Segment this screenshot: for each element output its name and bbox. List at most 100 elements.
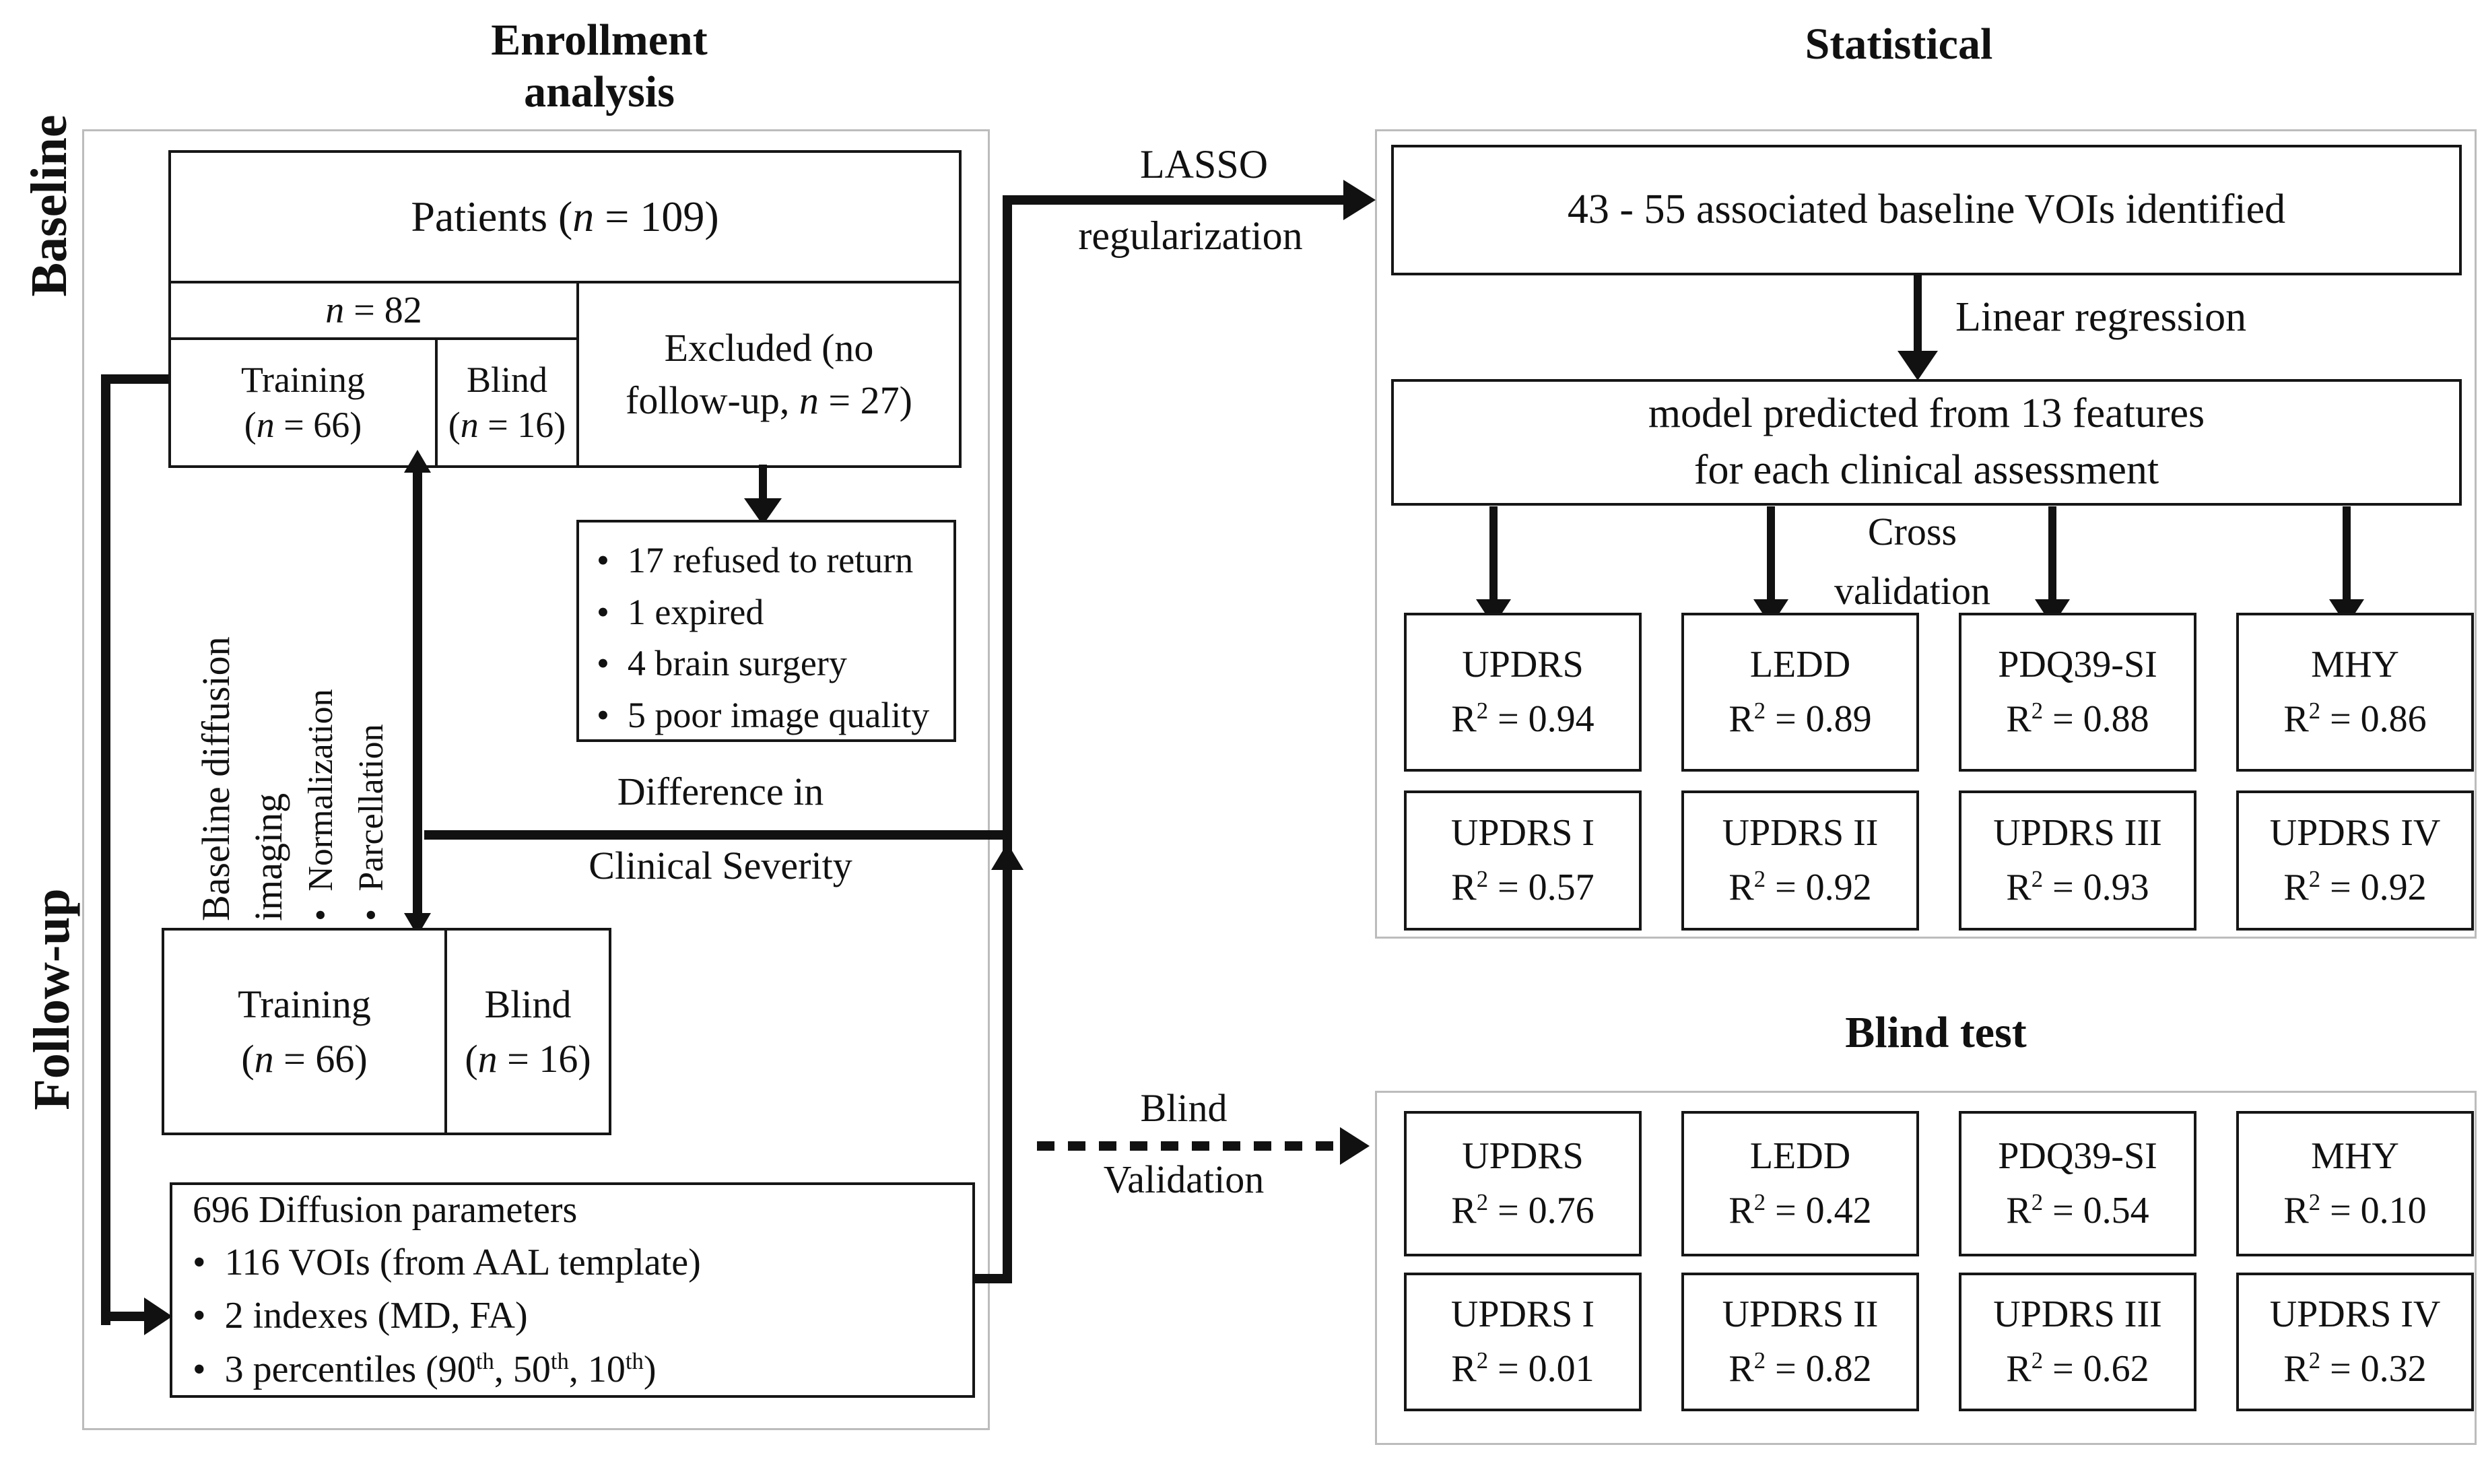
result-name: UPDRS xyxy=(1462,643,1584,685)
double-arrow-up-head-icon xyxy=(404,450,431,473)
blind-test-title: Blind test xyxy=(1845,1008,2027,1057)
result-box-blind-updrs4: UPDRS IV R2 = 0.32 xyxy=(2236,1273,2474,1411)
difference-label-line2: Clinical Severity xyxy=(589,844,852,887)
imaging-process-line2: imaging xyxy=(246,792,291,921)
model-predicted-box: model predicted from 13 features for eac… xyxy=(1391,379,2462,506)
result-r2: R2 = 0.93 xyxy=(2006,865,2149,908)
blind-bottom-name: Blind xyxy=(484,982,572,1026)
result-name: LEDD xyxy=(1749,643,1851,685)
result-box-cv-mhy: MHY R2 = 0.86 xyxy=(2236,613,2474,772)
result-r2: R2 = 0.94 xyxy=(1451,697,1595,740)
result-name: UPDRS IV xyxy=(2269,811,2441,854)
result-box-cv-updrs2: UPDRS II R2 = 0.92 xyxy=(1681,790,1919,931)
blind-validation-label-line2: Validation xyxy=(1103,1157,1265,1201)
result-r2: R2 = 0.82 xyxy=(1728,1347,1872,1390)
result-name: UPDRS II xyxy=(1722,1293,1879,1335)
exclusion-reason-item: • 5 poor image quality xyxy=(597,695,930,736)
difference-label-line1: Difference in xyxy=(617,770,824,813)
result-name: UPDRS xyxy=(1462,1135,1584,1177)
diffusion-parameters-box: 696 Diffusion parameters • 116 VOIs (fro… xyxy=(170,1182,975,1398)
result-box-blind-mhy: MHY R2 = 0.10 xyxy=(2236,1111,2474,1256)
patients-box-label: Patients (n = 109) xyxy=(411,193,719,240)
result-r2: R2 = 0.92 xyxy=(1728,865,1872,908)
result-box-cv-updrs3: UPDRS III R2 = 0.93 xyxy=(1959,790,2196,931)
result-name: MHY xyxy=(2311,643,2399,685)
exclusion-reasons-box: • 17 refused to return • 1 expired • 4 b… xyxy=(576,520,956,742)
training-bottom-box: Training (n = 66) xyxy=(162,928,447,1135)
blind-validation-arrow-line xyxy=(1037,1141,1343,1151)
blind-bottom-box: Blind (n = 16) xyxy=(444,928,611,1135)
excluded-box: Excluded (no follow-up, n = 27) xyxy=(576,281,962,468)
result-r2: R2 = 0.42 xyxy=(1728,1188,1872,1232)
result-name: MHY xyxy=(2311,1135,2399,1177)
training-bottom-name: Training xyxy=(238,982,371,1026)
imaging-process-bullet2: • Parcellation xyxy=(351,724,391,921)
result-box-blind-updrs2: UPDRS II R2 = 0.82 xyxy=(1681,1273,1919,1411)
model-predicted-line1: model predicted from 13 features xyxy=(1648,391,2205,437)
result-r2: R2 = 0.01 xyxy=(1451,1347,1595,1390)
diffusion-bullet3: • 3 percentiles (90th, 50th, 10th) xyxy=(193,1347,657,1390)
flow-right-vertical-line xyxy=(1003,195,1012,1283)
result-name: UPDRS III xyxy=(1993,811,2162,854)
blind-validation-arrowhead-icon xyxy=(1340,1127,1370,1165)
blind-top-n: (n = 16) xyxy=(448,405,566,445)
result-r2: R2 = 0.10 xyxy=(2283,1188,2427,1232)
blind-validation-label-line1: Blind xyxy=(1140,1086,1228,1130)
diffusion-bullet1: • 116 VOIs (from AAL template) xyxy=(193,1241,701,1283)
result-r2: R2 = 0.88 xyxy=(2006,697,2149,740)
result-box-blind-ledd: LEDD R2 = 0.42 xyxy=(1681,1111,1919,1256)
lasso-label-line2: regularization xyxy=(1078,213,1303,258)
result-name: PDQ39-SI xyxy=(1998,643,2157,685)
exclusion-reason-item: • 17 refused to return xyxy=(597,540,914,580)
exclusion-reason-item: • 1 expired xyxy=(597,591,764,632)
imaging-process-line1: Baseline diffusion xyxy=(194,636,238,921)
result-r2: R2 = 0.57 xyxy=(1451,865,1595,908)
result-r2: R2 = 0.86 xyxy=(2283,697,2427,740)
imaging-process-bullet1: • Normalization xyxy=(301,689,340,921)
result-box-cv-updrs: UPDRS R2 = 0.94 xyxy=(1404,613,1642,772)
result-r2: R2 = 0.89 xyxy=(1728,697,1872,740)
difference-connector-line xyxy=(424,830,1012,840)
linear-regression-arrowhead-icon xyxy=(1898,351,1938,380)
result-box-cv-ledd: LEDD R2 = 0.89 xyxy=(1681,613,1919,772)
blind-top-name: Blind xyxy=(466,359,548,400)
flow-left-arrowhead-icon xyxy=(144,1297,172,1335)
n82-box: n = 82 xyxy=(168,281,579,340)
followup-row-label: Follow-up xyxy=(24,888,80,1110)
result-r2: R2 = 0.32 xyxy=(2283,1347,2427,1390)
enrollment-title-line2: analysis xyxy=(524,67,675,116)
cross-validation-arrow-line xyxy=(2048,506,2056,602)
vois-identified-box: 43 - 55 associated baseline VOIs identif… xyxy=(1391,145,2462,275)
training-bottom-n: (n = 66) xyxy=(241,1037,368,1081)
statistical-title: Statistical xyxy=(1805,20,1993,69)
linear-regression-arrow-line xyxy=(1914,273,1922,353)
blind-top-box: Blind (n = 16) xyxy=(435,337,579,468)
result-r2: R2 = 0.62 xyxy=(2006,1347,2149,1390)
training-top-n: (n = 66) xyxy=(244,405,362,445)
excluded-line2: follow-up, n = 27) xyxy=(626,378,912,422)
baseline-row-label: Baseline xyxy=(21,114,77,297)
exclusion-reason-item: • 4 brain surgery xyxy=(597,643,847,684)
training-top-box: Training (n = 66) xyxy=(168,337,438,468)
result-box-blind-updrs3: UPDRS III R2 = 0.62 xyxy=(1959,1273,2196,1411)
cross-validation-arrow-line xyxy=(1767,506,1775,602)
patients-box: Patients (n = 109) xyxy=(168,150,962,283)
model-predicted-line2: for each clinical assessment xyxy=(1693,447,2159,493)
result-name: UPDRS II xyxy=(1722,811,1879,854)
n82-box-label: n = 82 xyxy=(325,290,422,331)
result-r2: R2 = 0.54 xyxy=(2006,1188,2149,1232)
excluded-line1: Excluded (no xyxy=(664,325,874,370)
linear-regression-label: Linear regression xyxy=(1955,294,2247,340)
flow-left-top-stub xyxy=(101,374,168,384)
result-box-cv-updrs4: UPDRS IV R2 = 0.92 xyxy=(2236,790,2474,931)
lasso-arrowhead-icon xyxy=(1343,180,1376,220)
lasso-arrow-line xyxy=(1003,195,1346,205)
result-name: PDQ39-SI xyxy=(1998,1135,2157,1177)
diffusion-bullet2: • 2 indexes (MD, FA) xyxy=(193,1295,528,1337)
flow-up-arrowhead-icon xyxy=(991,843,1023,870)
training-top-name: Training xyxy=(240,359,366,400)
cross-validation-label-line1: Cross xyxy=(1867,510,1957,553)
result-box-blind-pdq39si: PDQ39-SI R2 = 0.54 xyxy=(1959,1111,2196,1256)
enrollment-title: Enrollment analysis xyxy=(350,15,848,118)
blind-bottom-n: (n = 16) xyxy=(465,1037,591,1081)
